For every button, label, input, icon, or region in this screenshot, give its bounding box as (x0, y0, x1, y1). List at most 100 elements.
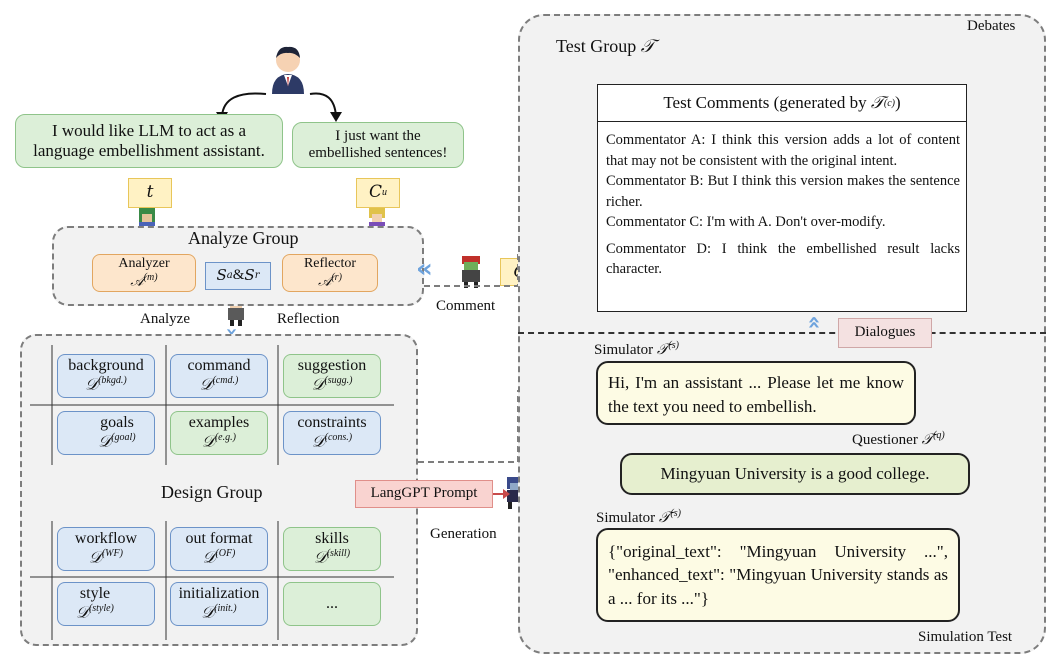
comment-b: Commentator B: But I think this version … (606, 173, 960, 210)
cu-subscript: u (382, 187, 387, 199)
questioner-symbol: 𝒯 (921, 430, 934, 448)
cell-background-name: background (68, 356, 144, 374)
user-request-left: I would like LLM to act as a language em… (15, 114, 283, 168)
simulator-symbol-2: 𝒯 (658, 508, 671, 526)
questioner-label: Questioner 𝒯(q) (852, 430, 945, 449)
questioner-sup: (q) (933, 430, 945, 441)
test-group-divider (518, 332, 1046, 334)
test-comments-body: Commentator A: I think this version adds… (598, 122, 966, 280)
cell-style-name: style (79, 584, 111, 602)
generation-label: Generation (430, 526, 497, 542)
cell-goals: goals 𝒟(goal) (57, 411, 155, 455)
cell-skills-sup: (skill) (326, 548, 351, 560)
cell-suggestion-symbol: 𝒟 (311, 374, 325, 394)
simulator-message-2: {"original_text": "Mingyuan University .… (596, 528, 960, 622)
debates-label: Debates (967, 18, 1016, 34)
test-comments-sup: (c) (883, 97, 895, 109)
user-request-right: I just want the embellished sentences! (292, 122, 464, 168)
sa-sr-label: S (216, 266, 227, 285)
comment-a: Commentator A: I think this version adds… (606, 132, 960, 169)
design-group-title: Design Group (161, 482, 263, 502)
test-comments-header: Test Comments (generated by 𝒯(c)) (598, 85, 966, 122)
reflector-label: Reflector (303, 255, 357, 271)
cell-skills-symbol: 𝒟 (313, 547, 327, 567)
cell-initialization: initialization 𝒟(init.) (170, 582, 268, 626)
connector-lines (418, 250, 519, 463)
cell-constraints-sup: (cons.) (324, 432, 353, 444)
cell-workflow-sup: (WF) (101, 548, 123, 560)
analyzer-label: Analyzer (118, 255, 170, 271)
cell-workflow: workflow 𝒟(WF) (57, 527, 155, 571)
cell-goals-sup: (goal) (111, 432, 136, 444)
cell-command: command 𝒟(cmd.) (170, 354, 268, 398)
simulator-sup-1: (s) (668, 340, 679, 351)
test-comments-panel: Test Comments (generated by 𝒯(c)) Commen… (597, 84, 967, 312)
cell-skills-name: skills (315, 529, 349, 547)
user-avatar-icon (272, 46, 304, 94)
cell-examples-symbol: 𝒟 (202, 431, 215, 451)
test-group-title-text: Test Group (556, 36, 637, 56)
dialogues-box: Dialogues (838, 318, 932, 348)
cell-initialization-name: initialization (178, 584, 260, 602)
cell-suggestion: suggestion 𝒟(sugg.) (283, 354, 381, 398)
reflection-label: Reflection (277, 311, 340, 327)
questioner-message: Mingyuan University is a good college. (620, 453, 970, 495)
cell-examples-sup: (e.g.) (214, 432, 236, 444)
cell-workflow-symbol: 𝒟 (89, 547, 102, 567)
reflector-superscript: (r) (331, 271, 342, 283)
comment-label: Comment (436, 298, 496, 314)
simulator-message-1: Hi, I'm an assistant ... Please let me k… (596, 361, 916, 425)
test-group-title: Test Group 𝒯 (556, 36, 655, 57)
simulator-label-1-text: Simulator (594, 342, 654, 358)
simulator-sup-2: (s) (670, 508, 681, 519)
reflector-box: Reflector 𝒜(r) (282, 254, 378, 292)
cell-style: style 𝒟(style) (57, 582, 155, 626)
analyzer-superscript: (m) (143, 271, 158, 283)
langgpt-prompt-box: LangGPT Prompt (355, 480, 493, 508)
comment-c: Commentator C: I'm with A. Don't over-mo… (606, 214, 886, 231)
cell-style-sup: (style) (88, 603, 114, 615)
cell-suggestion-sup: (sugg.) (324, 375, 353, 387)
analyzer-box: Analyzer 𝒜(m) (92, 254, 196, 292)
cell-constraints-name: constraints (297, 413, 367, 431)
cell-command-name: command (187, 356, 251, 374)
analyzer-symbol: 𝒜 (130, 273, 144, 290)
cell-background: background 𝒟(bkgd.) (57, 354, 155, 398)
cell-skills: skills 𝒟(skill) (283, 527, 381, 571)
cell-out-format-name: out format (185, 529, 253, 547)
cell-command-symbol: 𝒟 (199, 374, 213, 394)
cell-constraints: constraints 𝒟(cons.) (283, 411, 381, 455)
cell-background-symbol: 𝒟 (85, 374, 99, 394)
cu-symbol: C (368, 182, 382, 203)
reflector-symbol: 𝒜 (318, 273, 332, 290)
cell-out-format-symbol: 𝒟 (202, 547, 216, 567)
cell-examples-name: examples (188, 413, 250, 431)
comment-d: Commentator D: I think the embellished r… (606, 240, 960, 278)
cell-goals-symbol: 𝒟 (98, 431, 112, 451)
simulator-symbol-1: 𝒯 (656, 340, 669, 358)
cell-out-format-sup: (OF) (215, 548, 236, 560)
analyze-label: Analyze (140, 311, 190, 327)
cell-more: ... (283, 582, 381, 626)
cell-goals-name: goals (100, 413, 134, 431)
test-group-symbol: 𝒯 (640, 36, 655, 57)
test-comments-title: Test Comments (generated by (663, 93, 867, 112)
cell-examples: examples 𝒟(e.g.) (170, 411, 268, 455)
simulator-label-1: Simulator 𝒯(s) (594, 340, 679, 359)
langgpt-arrow (493, 489, 510, 499)
cell-constraints-symbol: 𝒟 (311, 431, 325, 451)
design-group-grid-lines (30, 345, 394, 640)
simulation-test-label: Simulation Test (918, 629, 1013, 645)
cell-initialization-symbol: 𝒟 (201, 602, 215, 622)
cell-workflow-name: workflow (74, 529, 138, 547)
cell-out-format: out format 𝒟(OF) (170, 527, 268, 571)
cell-initialization-sup: (init.) (214, 603, 237, 615)
cell-style-symbol: 𝒟 (76, 602, 89, 622)
cell-suggestion-name: suggestion (297, 356, 367, 374)
simulator-label-2: Simulator 𝒯(s) (596, 508, 681, 527)
dialogues-chevron-icon: » (801, 315, 827, 330)
analyze-group-title: Analyze Group (188, 228, 299, 248)
simulator-label-2-text: Simulator (596, 510, 656, 526)
